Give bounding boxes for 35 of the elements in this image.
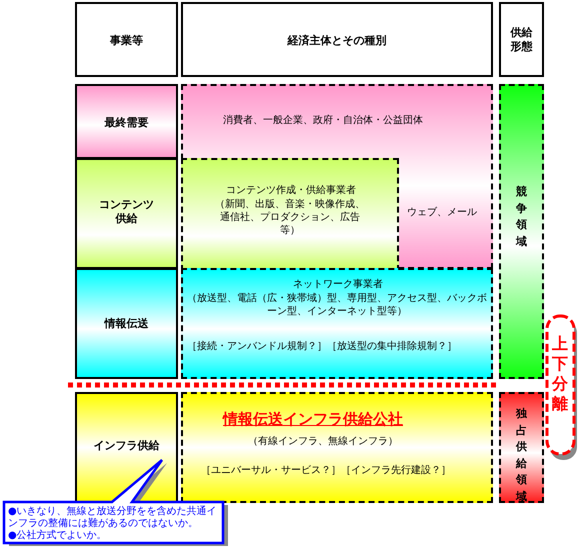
sector-box bbox=[181, 84, 493, 269]
label-text: 情報伝送インフラ供給公社 bbox=[221, 410, 404, 430]
heading-text: 最終需要 bbox=[104, 116, 150, 130]
label-text: コンテンツ作成・供給事業者 bbox=[225, 184, 357, 197]
heading-text: 供給形態 bbox=[509, 26, 534, 55]
label-text: 競争領域 bbox=[516, 184, 527, 250]
heading-text: コンテンツ供給 bbox=[98, 198, 155, 227]
sector-box bbox=[181, 268, 493, 379]
sector-box bbox=[181, 392, 493, 503]
note-text: ●いきなり、無線と放送分野をを含めた共通インフラの整備には難があるのではないか。 bbox=[8, 506, 218, 530]
heading-text: 経済主体とその種別 bbox=[286, 34, 388, 48]
heading-text: 事業等 bbox=[109, 34, 144, 48]
label-text: 消費者、一般企業、政府・自治体・公益団体 bbox=[222, 114, 424, 127]
heading-text: 情報伝送 bbox=[103, 317, 150, 332]
sector-box bbox=[181, 158, 399, 271]
row-label-box bbox=[75, 392, 178, 503]
label-text: （新聞、出版、音楽・映像作成、通信社、プロダクション、広告等） bbox=[214, 198, 366, 237]
label-text: 上下分離 bbox=[552, 334, 568, 414]
label-text: （放送型、電話（広・狭帯域）型、専用型、アクセス型、バックボーン型、インターネット型等） bbox=[187, 292, 487, 318]
label-text: ネットワーク事業者 bbox=[292, 278, 384, 291]
domain-bar bbox=[499, 84, 544, 379]
label-text: 独占供給領域 bbox=[516, 406, 527, 504]
label-text: ［接続・アンバンドル規制？］［放送型の集中排除規制？］ bbox=[187, 340, 458, 353]
header-cell bbox=[181, 2, 493, 77]
row-label-box bbox=[75, 158, 178, 269]
note-text: ●公社方式でよいか。 bbox=[8, 530, 108, 542]
header-cell bbox=[499, 2, 544, 77]
label-text: ［ユニバーサル・サービス？］［インフラ先行建設？］ bbox=[201, 464, 452, 477]
label-text: （有線インフラ、無線インフラ） bbox=[247, 435, 399, 448]
heading-text: インフラ供給 bbox=[92, 439, 160, 454]
row-label-box bbox=[75, 84, 178, 159]
header-cell bbox=[75, 2, 178, 77]
label-text: ウェブ、メール bbox=[406, 206, 478, 219]
domain-bar bbox=[499, 392, 544, 503]
row-label-box bbox=[75, 268, 178, 379]
